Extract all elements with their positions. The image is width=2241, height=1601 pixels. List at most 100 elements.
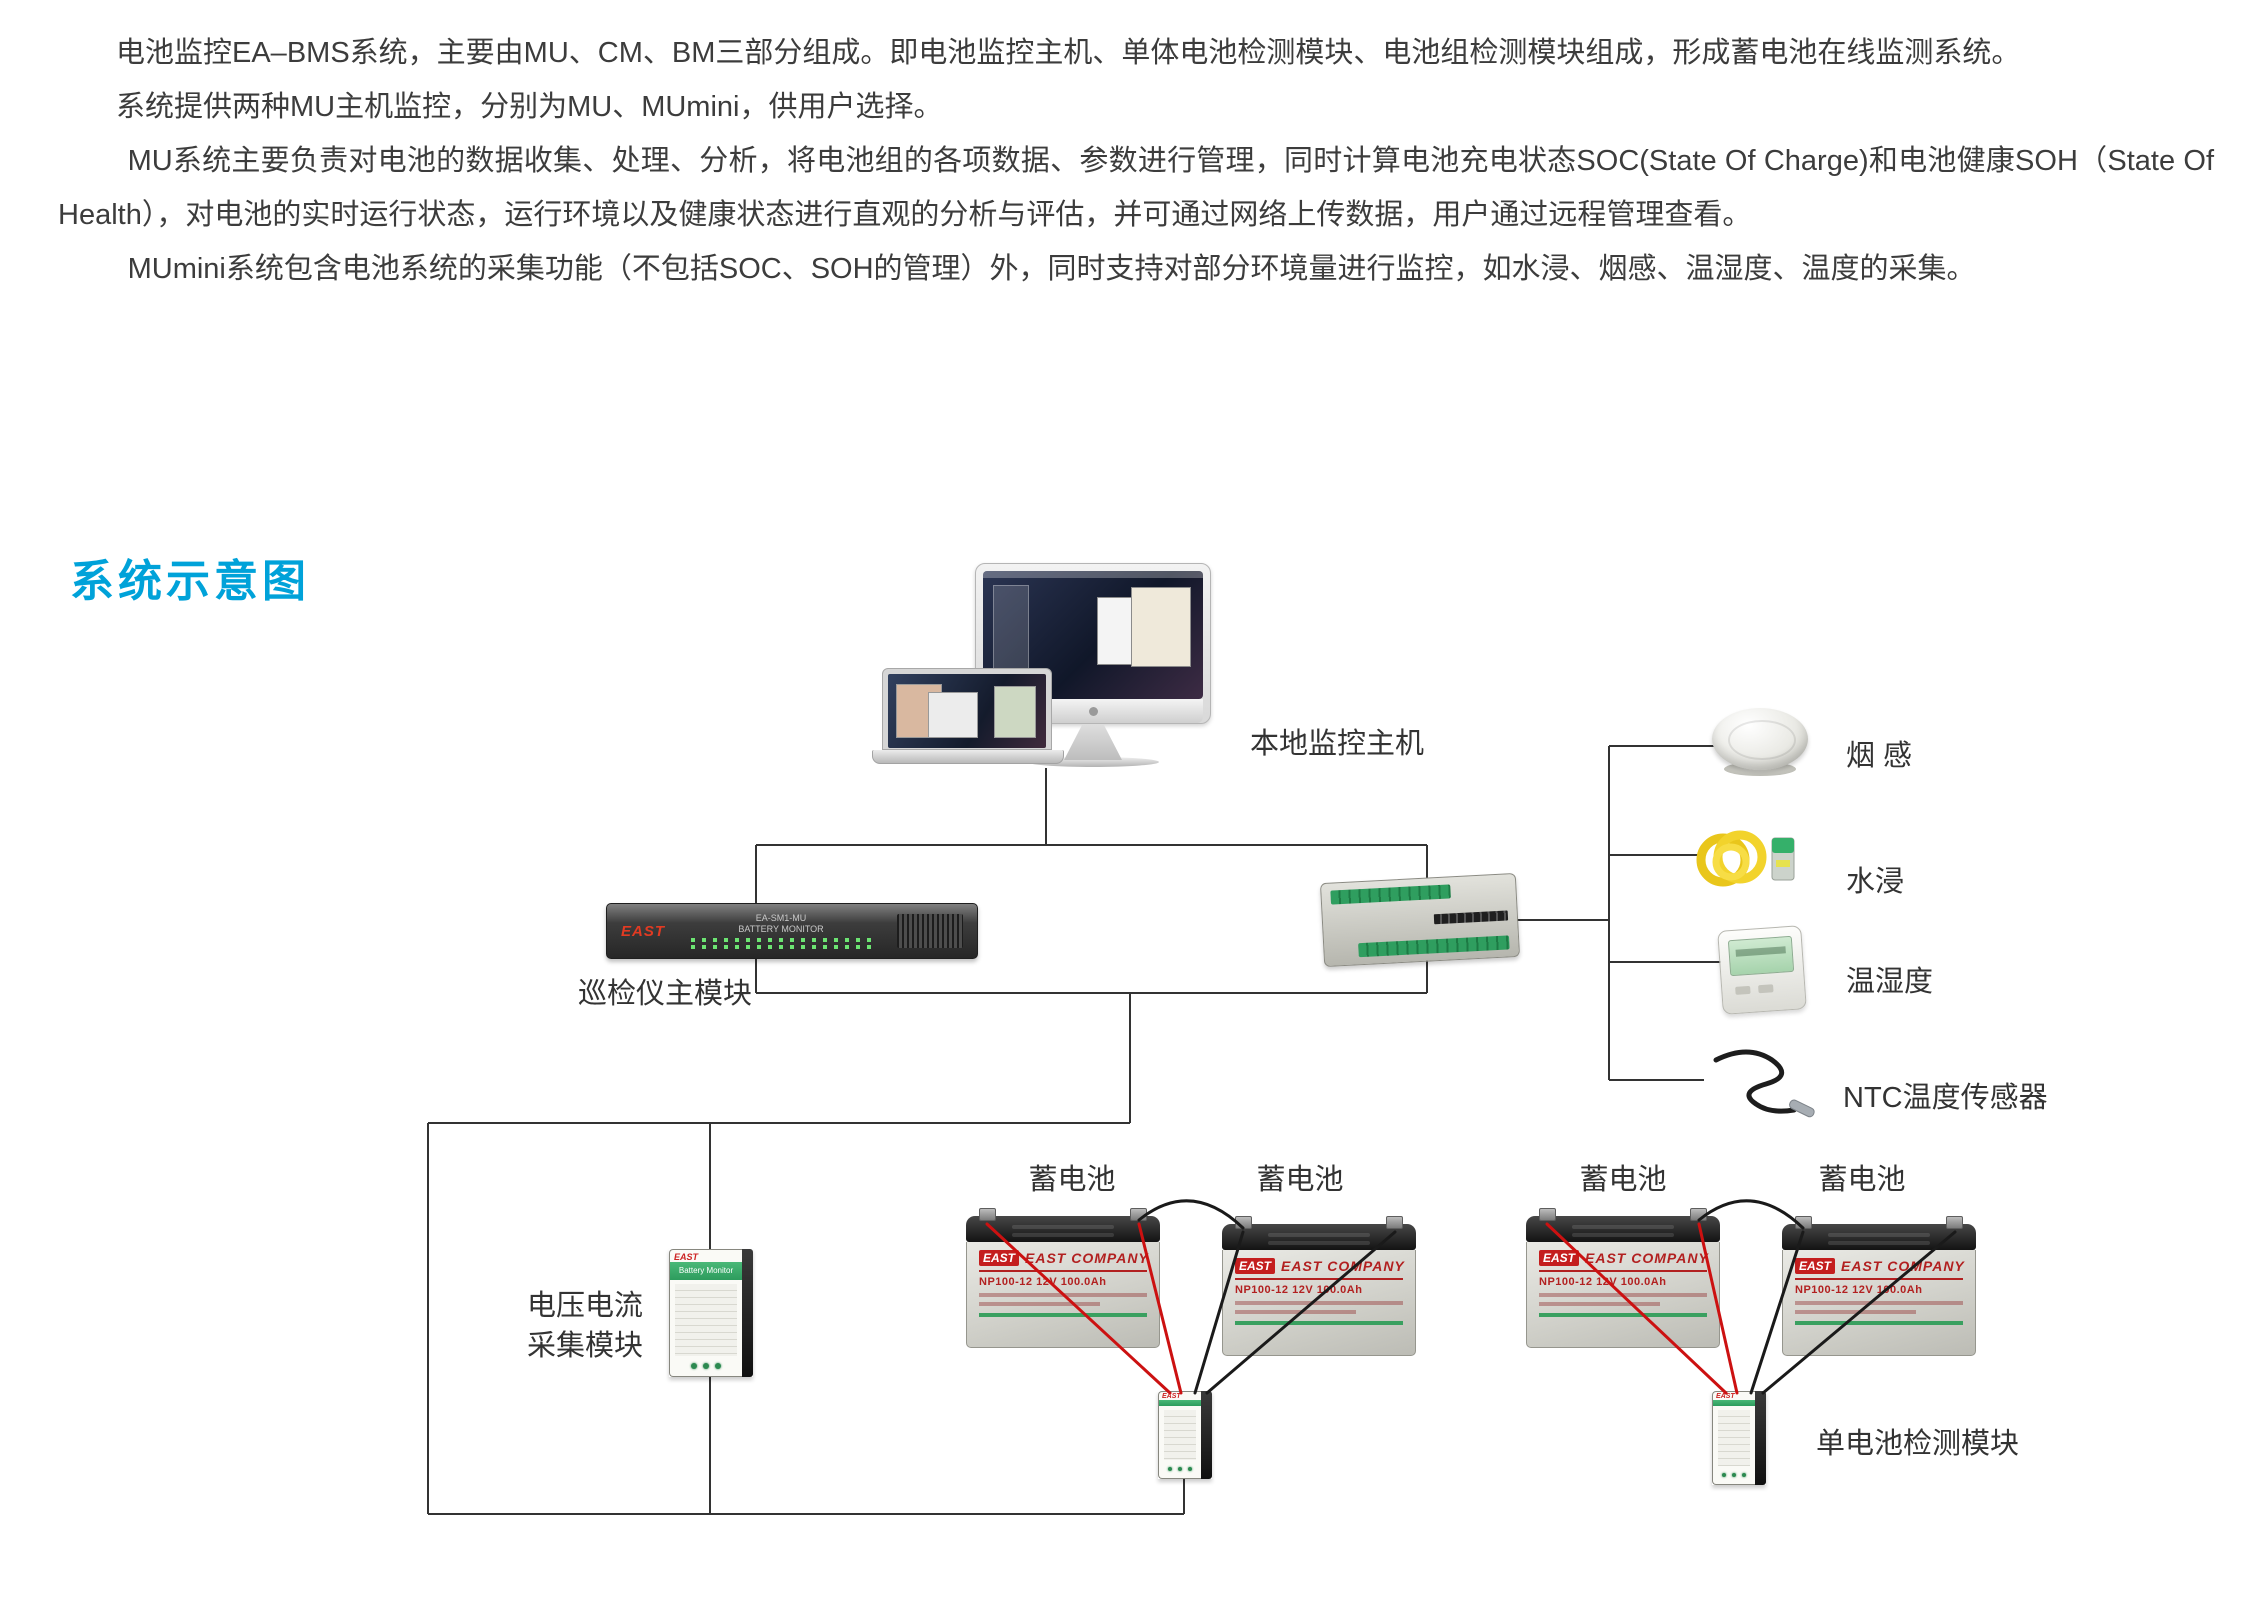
imac-stand [1064, 724, 1122, 760]
battery-model: NP100-12 12V 100.0Ah [1235, 1284, 1363, 1296]
lcd-screen [1727, 935, 1795, 977]
battery-terminal [1386, 1216, 1403, 1229]
smoke-sensor-device [1712, 708, 1808, 776]
label-main-module: 巡检仪主模块 [578, 978, 753, 1010]
button-row [1730, 972, 1796, 1000]
battery-device: EAST EAST COMPANY NP100-12 12V 100.0Ah [1526, 1208, 1720, 1348]
rack-model-line2: BATTERY MONITOR [738, 924, 824, 934]
battery-front-label: EAST EAST COMPANY NP100-12 12V 100.0Ah [1526, 1242, 1720, 1348]
macbook-display [888, 674, 1046, 748]
battery-front-label: EAST EAST COMPANY NP100-12 12V 100.0Ah [1782, 1250, 1976, 1356]
port-row [1433, 910, 1509, 925]
label-battery-3: 蓄电池 [1579, 1164, 1667, 1196]
voltage-current-module-device: EAST Battery Monitor [669, 1249, 753, 1377]
paragraph-4: MUmini系统包含电池系统的采集功能（不包括SOC、SOH的管理）外，同时支持… [127, 253, 1976, 285]
label-voltage-module: 电压电流 采集模块 [500, 1286, 670, 1366]
ntc-sensor-device [1713, 1049, 1815, 1118]
label-battery-4: 蓄电池 [1818, 1164, 1906, 1196]
section-heading: 系统示意图 [70, 557, 310, 606]
vent-grille [897, 914, 963, 948]
module-side-panel [742, 1249, 753, 1377]
led-indicators [670, 1360, 742, 1376]
battery-front-label: EAST EAST COMPANY NP100-12 12V 100.0Ah [1222, 1250, 1416, 1356]
east-logo: EAST [621, 922, 666, 940]
battery-brand: EAST COMPANY [1025, 1250, 1149, 1266]
label-ntc: NTC温度传感器 [1843, 1082, 2048, 1114]
paragraph-3: MU系统主要负责对电池的数据收集、处理、分析，将电池组的各项数据、参数进行管理，… [58, 145, 2214, 231]
temp-humidity-sensor-device [1717, 925, 1807, 1015]
macbook-keyboard [871, 750, 1065, 764]
water-leak-sensor-device [1696, 830, 1795, 887]
single-battery-module-device: EAST [1158, 1391, 1212, 1479]
led-row [691, 945, 871, 949]
label-battery-1: 蓄电池 [1028, 1164, 1116, 1196]
east-logo: EAST [1795, 1258, 1836, 1274]
led-row [691, 938, 871, 942]
battery-top [966, 1208, 1160, 1242]
rack-panel: EA-SM1-MU BATTERY MONITOR [679, 913, 883, 949]
module-face: EAST [1158, 1391, 1201, 1479]
label-voltage-line2: 采集模块 [526, 1330, 643, 1362]
battery-terminal [1690, 1208, 1707, 1221]
patrol-main-module-device: EAST EA-SM1-MU BATTERY MONITOR [606, 903, 978, 959]
led-indicators [1159, 1464, 1201, 1478]
paragraph-2: 系统提供两种MU主机监控，分别为MU、MUmini，供用户选择。 [116, 91, 943, 123]
terminal-block [1330, 884, 1451, 905]
paragraph-1: 电池监控EA–BMS系统，主要由MU、CM、BM三部分组成。即电池监控主机、单体… [116, 37, 2021, 69]
east-logo: EAST [674, 1252, 699, 1262]
battery-model: NP100-12 12V 100.0Ah [1539, 1276, 1667, 1288]
battery-terminal [979, 1208, 996, 1221]
battery-front-label: EAST EAST COMPANY NP100-12 12V 100.0Ah [966, 1242, 1160, 1348]
battery-device: EAST EAST COMPANY NP100-12 12V 100.0Ah [966, 1208, 1160, 1348]
battery-terminal [1795, 1216, 1812, 1229]
battery-brand: EAST COMPANY [1841, 1258, 1965, 1274]
east-logo: EAST [1235, 1258, 1276, 1274]
module-text-area [1164, 1410, 1196, 1460]
battery-top [1222, 1216, 1416, 1250]
apple-logo-icon [1089, 707, 1098, 716]
module-text-area [675, 1284, 737, 1356]
module-header [1713, 1400, 1755, 1406]
single-battery-module-device: EAST [1712, 1391, 1766, 1485]
battery-brand: EAST COMPANY [1585, 1250, 1709, 1266]
battery-top [1782, 1216, 1976, 1250]
mumini-controller-device [1319, 872, 1521, 968]
smoke-dome [1712, 708, 1808, 770]
module-face: EAST [1712, 1391, 1755, 1485]
label-voltage-line1: 电压电流 [526, 1290, 643, 1322]
label-single-module: 单电池检测模块 [1816, 1428, 2020, 1460]
label-temp-humidity: 温湿度 [1846, 966, 1934, 998]
module-header [1159, 1400, 1201, 1406]
intro-text: 电池监控EA–BMS系统，主要由MU、CM、BM三部分组成。即电池监控主机、单体… [58, 26, 2214, 296]
battery-top [1526, 1208, 1720, 1242]
imac-base [1027, 757, 1159, 767]
label-local-host: 本地监控主机 [1250, 728, 1425, 760]
battery-model: NP100-12 12V 100.0Ah [1795, 1284, 1923, 1296]
rack-model-line1: EA-SM1-MU [755, 913, 807, 923]
east-logo: EAST [1539, 1250, 1580, 1266]
module-text-area [1718, 1410, 1750, 1466]
module-header: Battery Monitor [670, 1262, 742, 1280]
battery-terminal [1130, 1208, 1147, 1221]
battery-model: NP100-12 12V 100.0Ah [979, 1276, 1107, 1288]
east-logo: EAST [1716, 1393, 1735, 1400]
terminal-block [1357, 935, 1510, 958]
label-smoke: 烟 感 [1846, 740, 1913, 772]
battery-terminal [1235, 1216, 1252, 1229]
battery-device: EAST EAST COMPANY NP100-12 12V 100.0Ah [1222, 1216, 1416, 1356]
macbook-laptop [871, 668, 1065, 764]
led-indicators [1713, 1470, 1755, 1484]
east-logo: EAST [1162, 1393, 1181, 1400]
battery-device: EAST EAST COMPANY NP100-12 12V 100.0Ah [1782, 1216, 1976, 1356]
battery-brand: EAST COMPANY [1281, 1258, 1405, 1274]
east-logo: EAST [979, 1250, 1020, 1266]
module-side-panel [1755, 1391, 1766, 1485]
module-face: EAST Battery Monitor [669, 1249, 742, 1377]
battery-terminal [1539, 1208, 1556, 1221]
label-battery-2: 蓄电池 [1256, 1164, 1344, 1196]
module-side-panel [1201, 1391, 1212, 1479]
